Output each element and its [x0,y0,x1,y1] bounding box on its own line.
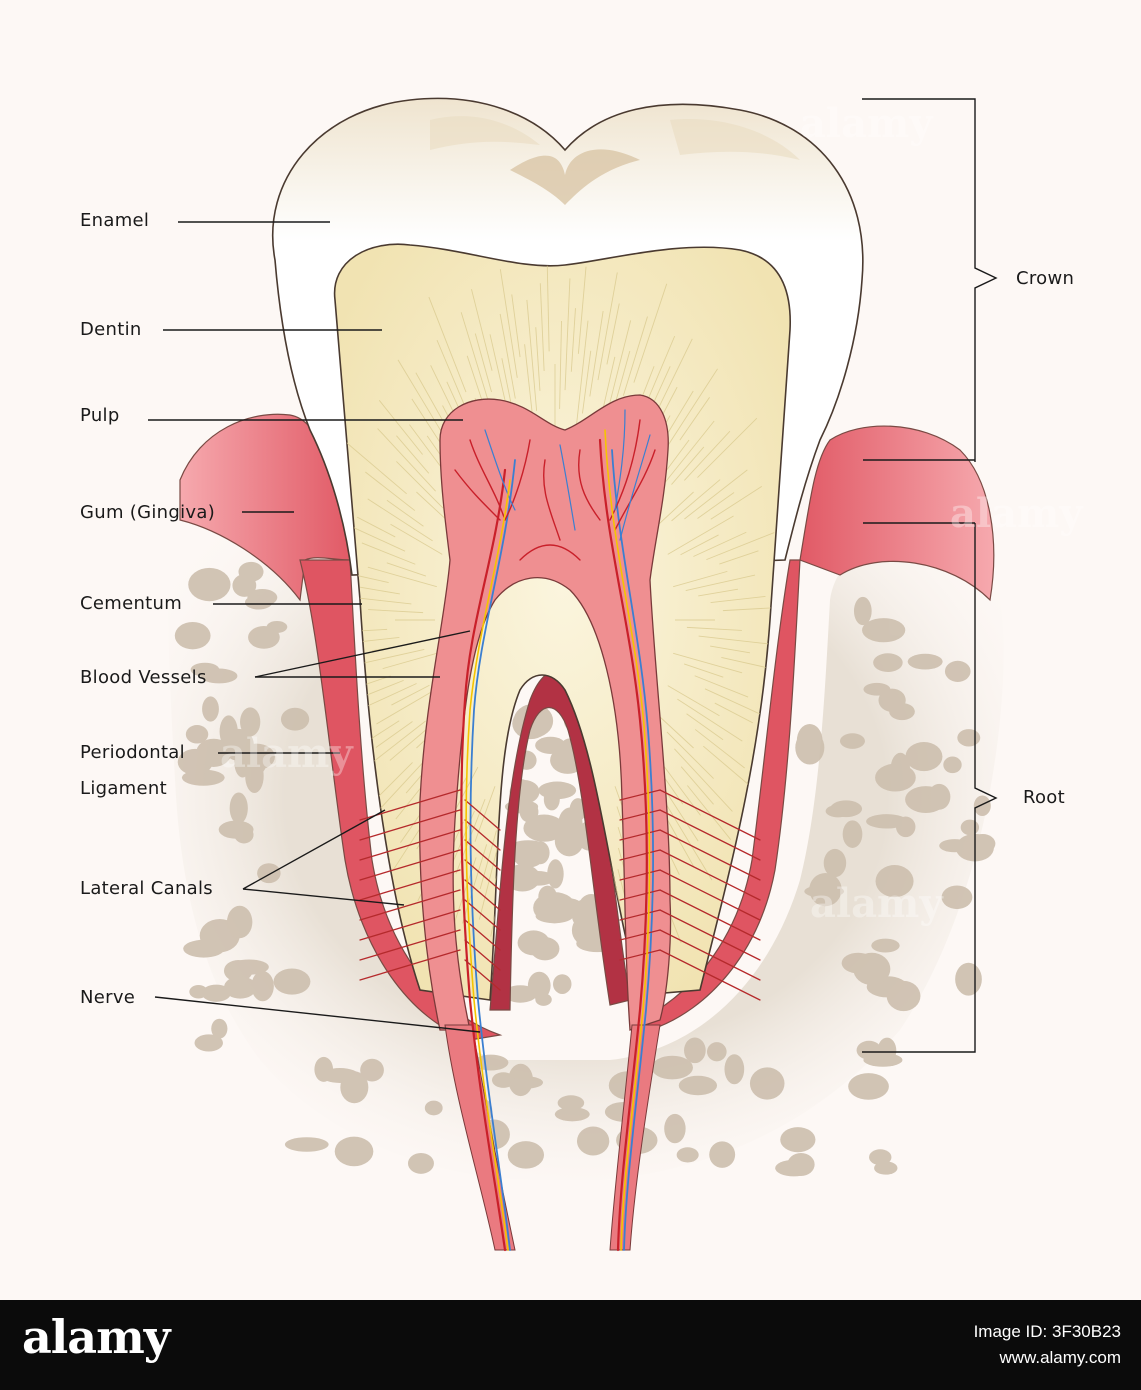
site-url: www.alamy.com [999,1348,1121,1367]
label-crown: Crown [1016,268,1075,289]
label-enamel: Enamel [80,210,150,231]
label-cementum: Cementum [80,593,183,614]
crown-bracket [862,98,998,462]
label-ligament: Ligament [80,778,167,799]
label-lateral-canals: Lateral Canals [80,878,213,899]
label-gum: Gum (Gingiva) [80,502,216,523]
label-blood-vessels: Blood Vessels [80,667,207,688]
nerve [465,429,651,1251]
label-dentin: Dentin [80,319,142,340]
image-id: Image ID: 3F30B23 [973,1322,1121,1341]
tooth-illustration [148,97,1004,1252]
blood-vessels [359,409,761,1252]
root-bracket [862,523,998,1053]
diagram-panel: Enamel Dentin Pulp Gum (Gingiva) Cementu… [80,97,1075,1252]
brand-logo: alamy [22,1310,170,1364]
label-pulp: Pulp [80,405,120,426]
footer-bar: alamy Image ID: 3F30B23 www.alamy.com [0,1300,1141,1390]
leader-lines [148,98,998,1053]
gingiva [179,413,995,602]
alveolar-bone [167,482,1004,1181]
label-root: Root [1023,787,1065,808]
label-periodontal: Periodontal [80,742,185,763]
label-nerve: Nerve [80,987,136,1008]
